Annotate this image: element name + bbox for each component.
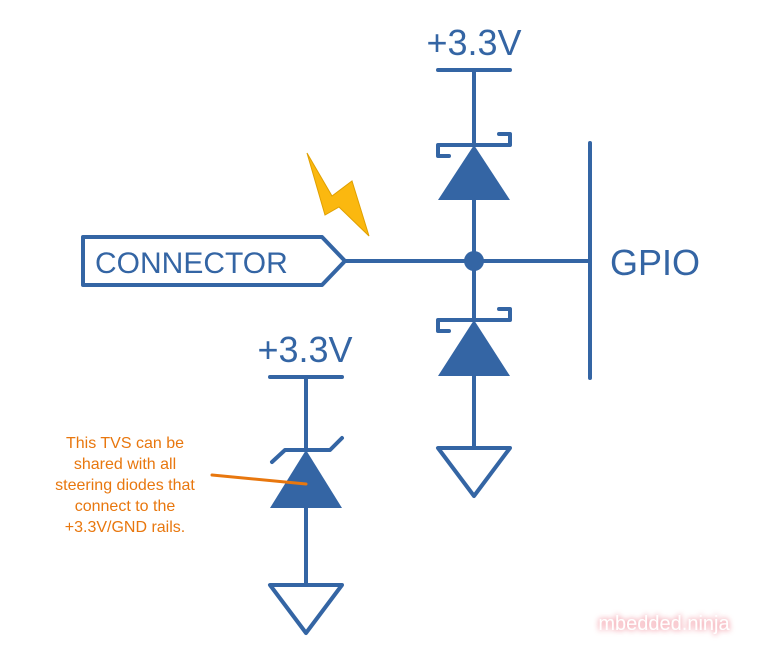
watermark: mbedded.ninja (598, 613, 730, 635)
annotation-line: connect to the (75, 498, 176, 515)
connector-label: CONNECTOR (95, 247, 288, 280)
ground-icon-right (436, 446, 512, 498)
annotation-text: This TVS can be shared with all steering… (55, 435, 195, 536)
upper-diode-triangle (438, 145, 510, 200)
tvs-triangle (270, 450, 342, 508)
upper-steering-diode (436, 132, 512, 200)
lightning-icon (306, 152, 370, 237)
annotation-line: steering diodes that (55, 477, 195, 494)
annotation-pointer (210, 473, 308, 486)
supply-label-top: +3.3V (426, 22, 521, 63)
annotation-line: This TVS can be (66, 435, 184, 452)
annotation-line: +3.3V/GND rails. (65, 519, 185, 536)
tvs-cathode-bar (270, 436, 344, 464)
annotation-line: shared with all (74, 456, 176, 473)
ground-icon-left (268, 583, 344, 635)
gpio-label: GPIO (610, 242, 700, 283)
connector-outline (81, 235, 347, 287)
tvs-diode (270, 436, 344, 508)
lower-diode-triangle (438, 320, 510, 376)
lower-steering-diode (436, 307, 512, 376)
connector-flag: CONNECTOR (81, 235, 347, 287)
supply-label-tvs: +3.3V (257, 329, 352, 370)
